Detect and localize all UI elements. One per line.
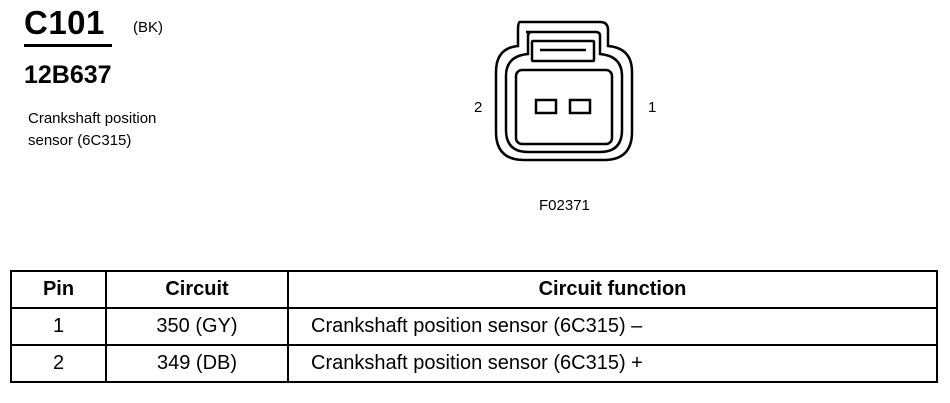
cell-pin: 1: [10, 307, 107, 346]
connector-outer-housing: [494, 20, 634, 162]
two-pin-connector-face-icon: [494, 20, 634, 162]
terminal-slot-2: [534, 98, 558, 115]
connector-description: Crankshaft position sensor (6C315): [28, 108, 228, 152]
connector-color: (BK): [133, 19, 163, 36]
cell-pin: 2: [10, 344, 107, 383]
header-pin: Pin: [10, 270, 107, 309]
connector-latch: [530, 39, 596, 63]
pin-label-2: 2: [474, 99, 483, 116]
pin-label-1: 1: [648, 99, 657, 116]
header-circuit-function: Circuit function: [287, 270, 938, 309]
part-number: 12B637: [24, 61, 112, 89]
terminal-slot-1: [568, 98, 592, 115]
cell-circuit: 350 (GY): [105, 307, 289, 346]
table-row: 2 349 (DB) Crankshaft position sensor (6…: [10, 344, 938, 383]
description-line-1: Crankshaft position: [28, 110, 157, 127]
figure-code: F02371: [539, 197, 590, 214]
cell-circuit-function: Crankshaft position sensor (6C315) –: [287, 307, 938, 346]
connector-middle-housing: [504, 30, 624, 154]
connector-id-underline: [24, 44, 112, 47]
header-circuit: Circuit: [105, 270, 289, 309]
connector-inner-body: [514, 68, 614, 146]
description-line-2: sensor (6C315): [28, 132, 132, 149]
table-row: 1 350 (GY) Crankshaft position sensor (6…: [10, 307, 938, 346]
table-header-row: Pin Circuit Circuit function: [10, 270, 938, 309]
pinout-table: Pin Circuit Circuit function 1 350 (GY) …: [10, 270, 938, 383]
cell-circuit: 349 (DB): [105, 344, 289, 383]
cell-circuit-function: Crankshaft position sensor (6C315) +: [287, 344, 938, 383]
connector-id: C101: [24, 4, 105, 41]
